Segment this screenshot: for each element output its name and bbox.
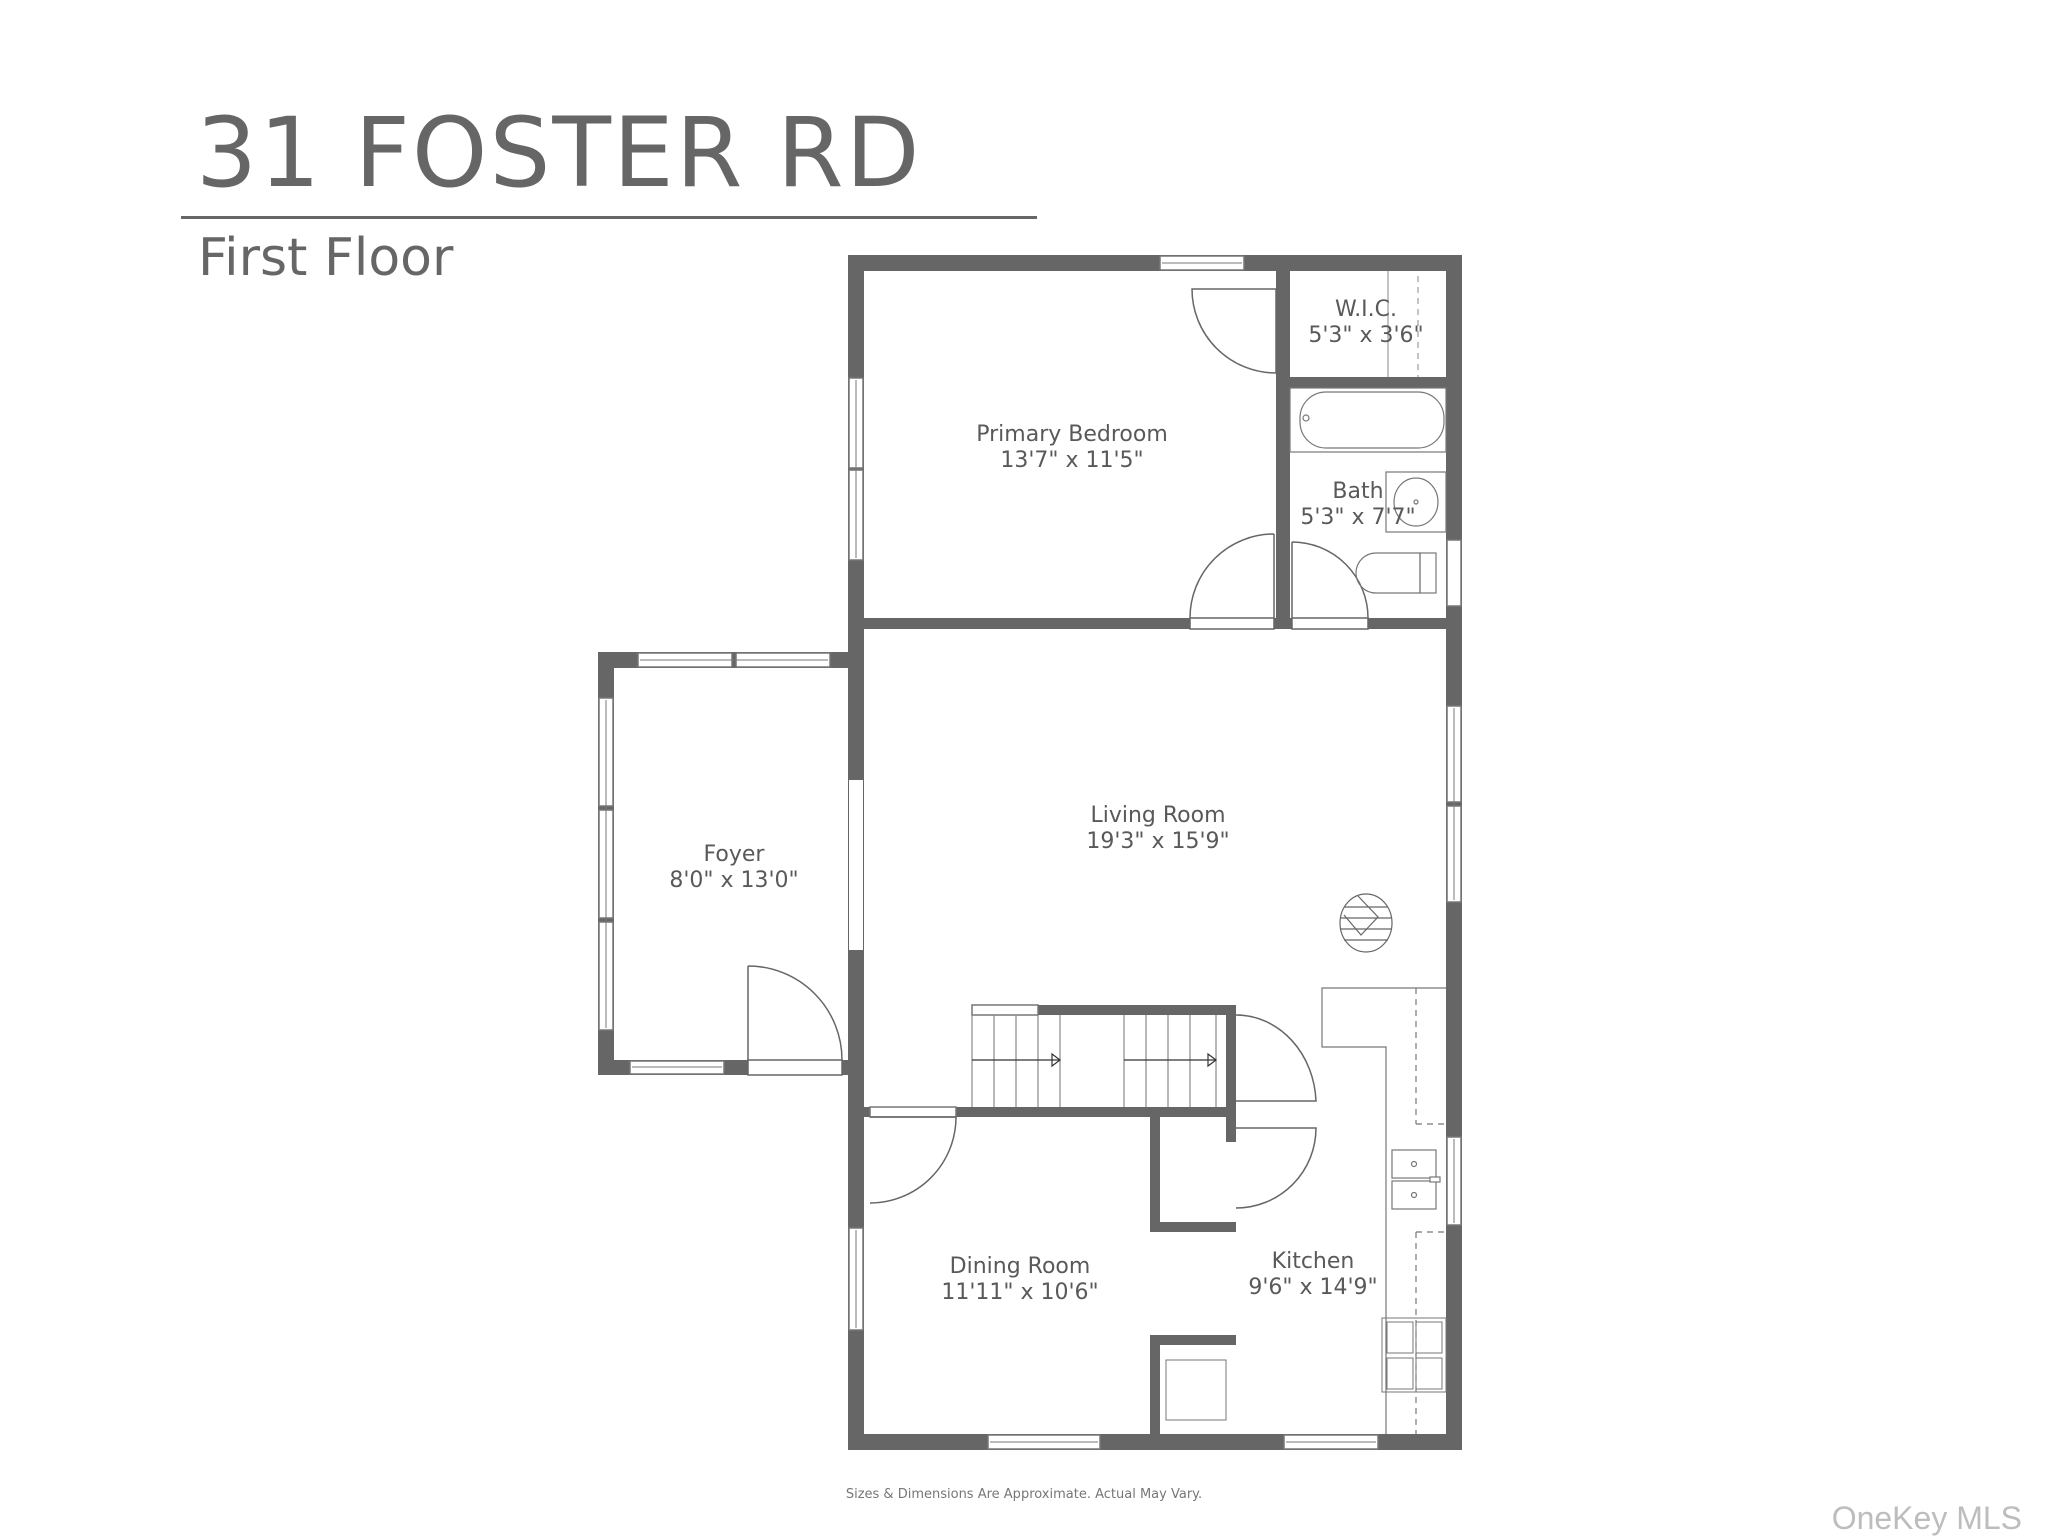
room-name: Primary Bedroom xyxy=(976,422,1168,447)
room-foyer: Foyer 8'0" x 13'0" xyxy=(669,842,798,894)
room-wic: W.I.C. 5'3" x 3'6" xyxy=(1308,297,1423,349)
window-mullions xyxy=(605,262,1455,1443)
room-dining-room: Dining Room 11'11" x 10'6" xyxy=(941,1254,1098,1306)
room-dimensions: 11'11" x 10'6" xyxy=(941,1280,1099,1305)
toilet-icon xyxy=(1355,552,1437,594)
openings xyxy=(849,780,1236,1335)
room-primary-bedroom: Primary Bedroom 13'7" x 11'5" xyxy=(976,422,1168,474)
room-dimensions: 5'3" x 7'7" xyxy=(1300,505,1416,530)
kitchen-sink-icon xyxy=(1391,1149,1441,1210)
room-dimensions: 19'3" x 15'9" xyxy=(1086,829,1230,854)
doors xyxy=(747,288,1369,1209)
disclaimer: Sizes & Dimensions Are Approximate. Actu… xyxy=(845,1487,1203,1502)
title-divider xyxy=(181,216,1037,219)
stove-icon xyxy=(1381,1317,1447,1393)
room-dimensions: 9'6" x 14'9" xyxy=(1248,1275,1378,1300)
room-bath: Bath 5'3" x 7'7" xyxy=(1300,479,1415,531)
room-name: Dining Room xyxy=(949,1254,1091,1279)
page-title: 31 FOSTER RD xyxy=(196,97,922,209)
kitchen-counters xyxy=(1321,987,1446,1434)
refrigerator-icon xyxy=(1165,1359,1227,1421)
room-name: W.I.C. xyxy=(1334,297,1398,322)
room-dimensions: 13'7" x 11'5" xyxy=(1000,448,1144,473)
room-name: Kitchen xyxy=(1271,1249,1355,1274)
sink-icon xyxy=(1385,471,1447,533)
room-kitchen: Kitchen 9'6" x 14'9" xyxy=(1248,1249,1377,1301)
room-dimensions: 8'0" x 13'0" xyxy=(669,868,799,893)
closet-rod xyxy=(1387,271,1419,377)
bathtub-icon xyxy=(1289,387,1447,453)
room-name: Living Room xyxy=(1090,803,1226,828)
room-name: Bath xyxy=(1332,479,1384,504)
wood-stove-icon xyxy=(1339,893,1393,953)
room-dimensions: 5'3" x 3'6" xyxy=(1308,323,1424,348)
watermark: OneKey MLS xyxy=(1831,1500,2022,1536)
floor-label: First Floor xyxy=(198,228,454,288)
room-living-room: Living Room 19'3" x 15'9" xyxy=(1086,803,1229,855)
staircase xyxy=(971,1015,1217,1107)
room-name: Foyer xyxy=(703,842,765,867)
